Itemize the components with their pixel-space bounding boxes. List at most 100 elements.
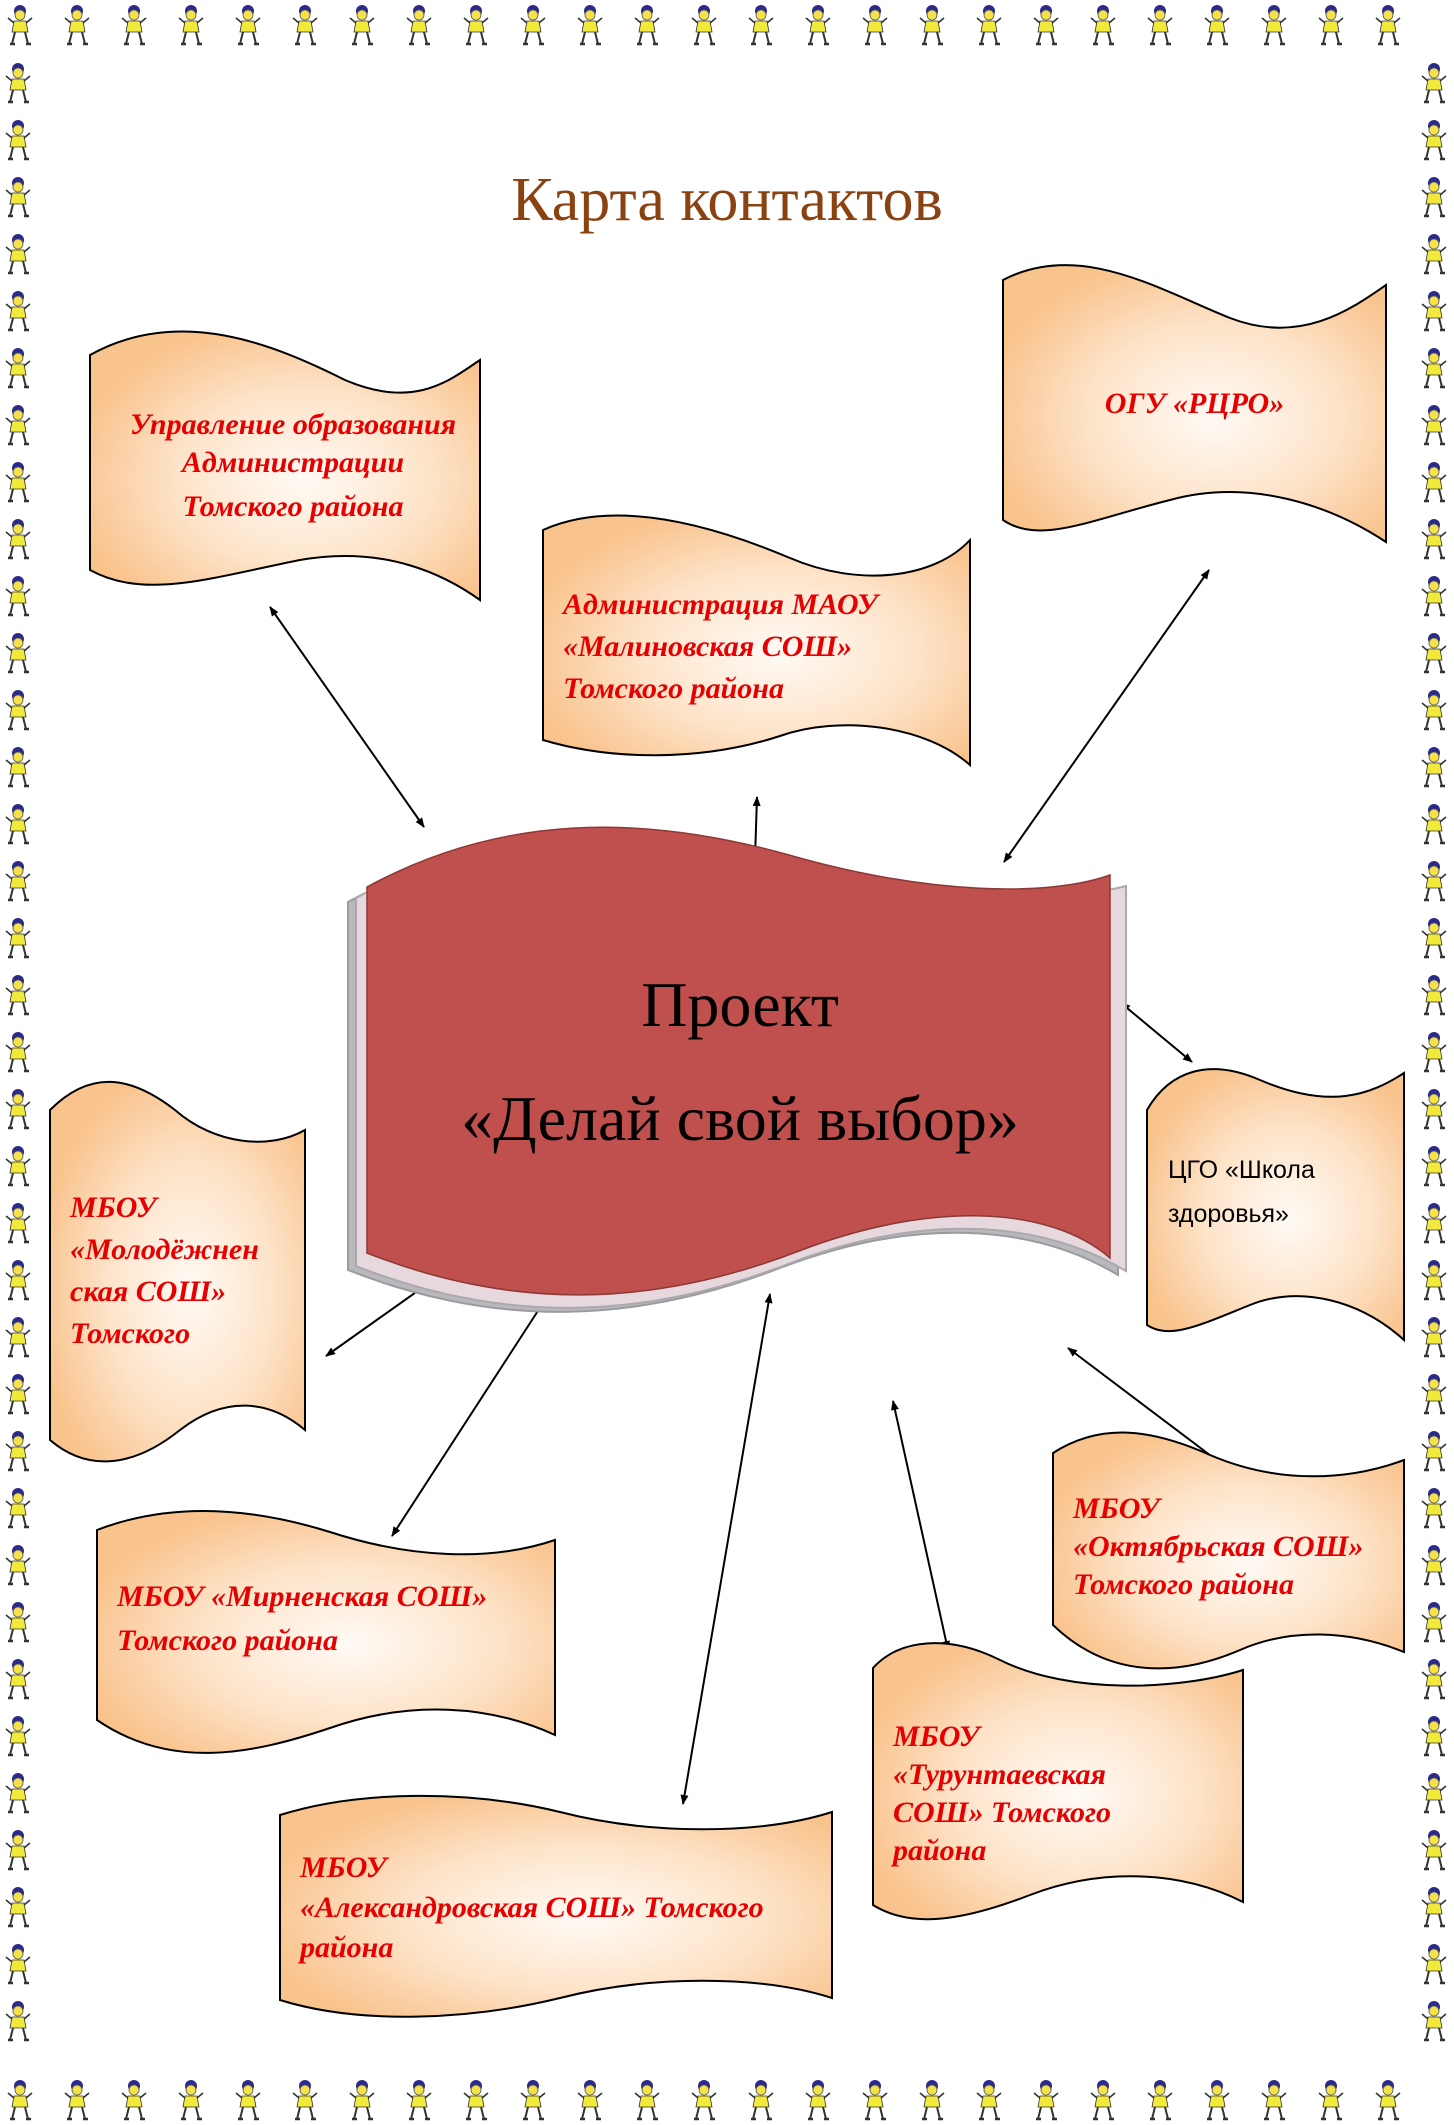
- child-figure-icon: [747, 3, 775, 46]
- child-figure-icon: [861, 3, 889, 46]
- child-figure-icon: [291, 3, 319, 46]
- child-figure-icon: [4, 631, 32, 674]
- banner-upravlenie: [89, 330, 481, 602]
- arrow-cgo: [1120, 1002, 1193, 1063]
- child-figure-icon: [177, 3, 205, 46]
- child-figure-icon: [1420, 1030, 1448, 1073]
- node-malinovka-line: Администрация МАОУ: [563, 588, 878, 621]
- child-figure-icon: [975, 2078, 1003, 2121]
- node-aleksandr-line: района: [300, 1931, 394, 1964]
- child-figure-icon: [4, 1087, 32, 1130]
- child-figure-icon: [6, 2078, 34, 2121]
- child-figure-icon: [1420, 1714, 1448, 1757]
- child-figure-icon: [1260, 2078, 1288, 2121]
- center-banner: [347, 826, 1127, 1313]
- child-figure-icon: [690, 2078, 718, 2121]
- child-figure-icon: [1203, 2078, 1231, 2121]
- child-figure-icon: [861, 2078, 889, 2121]
- child-figure-icon: [1420, 460, 1448, 503]
- child-figure-icon: [291, 2078, 319, 2121]
- banner-aleksandr: [279, 1794, 833, 2018]
- child-figure-icon: [1420, 1771, 1448, 1814]
- child-figure-icon: [1317, 2078, 1345, 2121]
- project-title: Проект «Делай свой выбор»: [370, 965, 1110, 1159]
- node-molodezh: МБОУ «Молодёжнен ская СОШ» Томского: [70, 1187, 300, 1355]
- node-molodezh-line: «Молодёжнен: [70, 1233, 259, 1266]
- node-upravlenie: Управление образования Администрации Том…: [108, 406, 478, 526]
- node-oktyabr-line: Томского района: [1073, 1568, 1294, 1601]
- node-cgo: ЦГО «Школа здоровья»: [1168, 1148, 1388, 1236]
- child-figure-icon: [4, 118, 32, 161]
- node-molodezh-line: Томского: [70, 1317, 191, 1350]
- child-figure-icon: [234, 3, 262, 46]
- child-figure-icon: [1420, 1429, 1448, 1472]
- child-figure-icon: [4, 460, 32, 503]
- child-figure-icon: [1089, 3, 1117, 46]
- child-figure-icon: [6, 3, 34, 46]
- node-malinovka-line: «Малиновская СОШ»: [563, 630, 853, 663]
- child-figure-icon: [576, 3, 604, 46]
- child-figure-icon: [690, 3, 718, 46]
- child-figure-icon: [1374, 3, 1402, 46]
- node-oktyabr-line: «Октябрьская СОШ»: [1073, 1530, 1364, 1563]
- child-figure-icon: [4, 1372, 32, 1415]
- child-figure-icon: [519, 2078, 547, 2121]
- banner-oktyabr: [1052, 1431, 1405, 1670]
- child-figure-icon: [4, 1201, 32, 1244]
- child-figure-icon: [1420, 61, 1448, 104]
- child-figure-icon: [1317, 3, 1345, 46]
- child-figure-icon: [1089, 2078, 1117, 2121]
- child-figure-icon: [1420, 1942, 1448, 1985]
- child-figure-icon: [576, 2078, 604, 2121]
- page-title: Карта контактов: [511, 166, 943, 234]
- child-figure-icon: [348, 3, 376, 46]
- child-figure-icon: [1420, 574, 1448, 617]
- child-figure-icon: [1420, 1486, 1448, 1529]
- child-figure-icon: [4, 403, 32, 446]
- arrow-upravlenie: [269, 606, 425, 828]
- node-shapes: [49, 264, 1405, 2018]
- child-figure-icon: [1032, 2078, 1060, 2121]
- node-turuntaev: МБОУ «Турунтаевская СОШ» Томского района: [893, 1718, 1233, 1870]
- child-figure-icon: [177, 2078, 205, 2121]
- node-aleksandr-line: МБОУ: [300, 1851, 387, 1884]
- child-figure-icon: [405, 2078, 433, 2121]
- child-figure-icon: [1374, 2078, 1402, 2121]
- node-upravlenie-line: Администрации: [181, 446, 405, 479]
- node-turuntaev-line: «Турунтаевская: [893, 1758, 1106, 1791]
- child-figure-icon: [4, 745, 32, 788]
- child-figure-icon: [4, 574, 32, 617]
- child-figure-icon: [1420, 1201, 1448, 1244]
- child-figure-icon: [4, 1315, 32, 1358]
- child-figure-icon: [4, 1429, 32, 1472]
- child-figure-icon: [4, 1942, 32, 1985]
- child-figure-icon: [4, 802, 32, 845]
- child-figure-icon: [4, 973, 32, 1016]
- banner-ogu: [1002, 264, 1387, 544]
- child-figure-icon: [1420, 1543, 1448, 1586]
- child-figure-icon: [1420, 1258, 1448, 1301]
- node-molodezh-line: ская СОШ»: [70, 1275, 227, 1308]
- child-figure-icon: [747, 2078, 775, 2121]
- child-figure-icon: [1420, 688, 1448, 731]
- child-figure-icon: [1420, 1087, 1448, 1130]
- child-figure-icon: [1420, 1999, 1448, 2042]
- banner-cgo: [1146, 1068, 1405, 1343]
- child-figure-icon: [4, 1258, 32, 1301]
- child-figure-icon: [4, 1543, 32, 1586]
- child-figure-icon: [120, 2078, 148, 2121]
- child-figure-icon: [462, 2078, 490, 2121]
- child-figure-icon: [4, 1714, 32, 1757]
- child-figure-icon: [975, 3, 1003, 46]
- child-figure-icon: [1420, 289, 1448, 332]
- node-mirnen: МБОУ «Мирненская СОШ» Томского района: [117, 1575, 547, 1663]
- child-figure-icon: [1420, 1372, 1448, 1415]
- child-figure-icon: [1420, 973, 1448, 1016]
- child-figure-icon: [4, 859, 32, 902]
- child-figure-icon: [4, 688, 32, 731]
- child-figure-icon: [1420, 1885, 1448, 1928]
- child-figure-icon: [1420, 1144, 1448, 1187]
- node-ogu: ОГУ «РЦРО»: [1104, 387, 1285, 420]
- node-upravlenie-line: Управление образования: [129, 408, 457, 441]
